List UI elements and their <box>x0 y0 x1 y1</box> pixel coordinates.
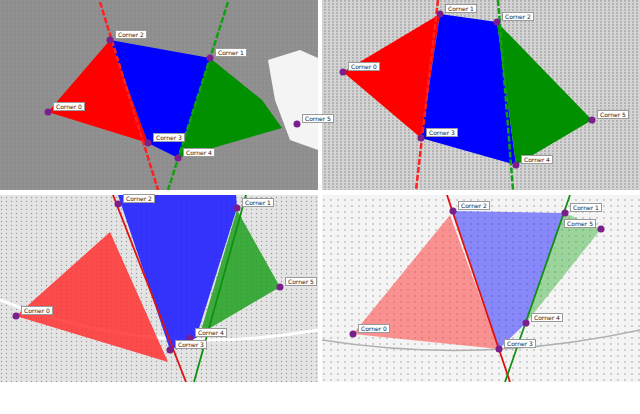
corner-label: Corner 3 <box>504 339 536 348</box>
corner-label: Corner 0 <box>358 324 390 333</box>
corner-label: Corner 3 <box>153 133 185 142</box>
corner-label: Corner 2 <box>502 12 534 21</box>
corner-label: Corner 3 <box>426 128 458 137</box>
corner-label: Corner 1 <box>215 48 247 57</box>
corner-label: Corner 1 <box>445 4 477 13</box>
corner-label: Corner 2 <box>123 194 155 203</box>
corner-label: Corner 4 <box>531 313 563 322</box>
corner-label: Corner 0 <box>53 102 85 111</box>
panel-bottom-left <box>0 195 318 382</box>
corner-label: Corner 0 <box>21 306 53 315</box>
corner-label: Corner 5 <box>597 110 629 119</box>
corner-label: Corner 1 <box>570 203 602 212</box>
corner-label: Corner 4 <box>195 328 227 337</box>
panel-bottom-right <box>322 195 640 382</box>
corner-label: Corner 3 <box>175 340 207 349</box>
panel-top-left <box>0 0 318 190</box>
corner-label: Corner 1 <box>242 198 274 207</box>
corner-label: Corner 5 <box>285 277 317 286</box>
panel-top-right <box>322 0 640 190</box>
corner-label: Corner 5 <box>302 114 334 123</box>
corner-label: Corner 4 <box>183 148 215 157</box>
corner-label: Corner 4 <box>521 155 553 164</box>
corner-label: Corner 5 <box>564 219 596 228</box>
corner-label: Corner 0 <box>348 62 380 71</box>
corner-label: Corner 2 <box>115 30 147 39</box>
corner-label: Corner 2 <box>458 201 490 210</box>
